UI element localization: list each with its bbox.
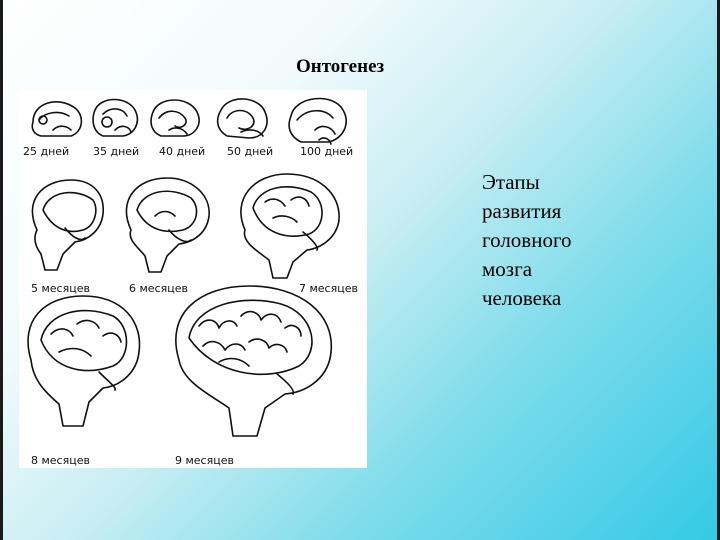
embryo-35-days (92, 98, 139, 137)
slide-title: Онтогенез (296, 56, 385, 77)
stage-label-100-days: 100 дней (300, 145, 354, 158)
stage-label-40-days: 40 дней (159, 145, 206, 158)
right-frame-line (717, 0, 720, 540)
stage-label-6-months: 6 месяцев (129, 282, 188, 295)
caption-line-4: мозга (482, 257, 533, 281)
embryo-25-days (31, 101, 83, 137)
embryo-40-days (150, 99, 200, 137)
slide-caption: Этапы развития головного мозга человека (482, 168, 662, 313)
caption-line-5: человека (482, 286, 562, 310)
brain-7-months (240, 173, 340, 279)
brain-5-months (31, 179, 104, 271)
brain-6-months (125, 177, 210, 273)
left-frame-line (0, 0, 3, 540)
stage-label-5-months: 5 месяцев (31, 282, 90, 295)
stage-label-35-days: 35 дней (93, 145, 140, 158)
caption-line-3: головного (482, 228, 572, 252)
caption-line-2: развития (482, 199, 562, 223)
brain-9-months (175, 285, 333, 437)
stage-label-25-days: 25 дней (23, 145, 70, 158)
embryo-50-days (216, 98, 268, 139)
brain-stages-drawing (27, 97, 347, 437)
stage-label-8-months: 8 месяцев (31, 454, 90, 467)
stage-label-9-months: 9 месяцев (175, 454, 234, 467)
brain-development-figure: 25 дней 35 дней 40 дней 50 дней 100 дней… (19, 90, 367, 468)
caption-line-1: Этапы (482, 170, 540, 194)
brain-8-months (27, 295, 141, 427)
stage-label-50-days: 50 дней (227, 145, 274, 158)
fetus-100-days (288, 97, 347, 145)
stage-label-7-months: 7 месяцев (299, 282, 358, 295)
